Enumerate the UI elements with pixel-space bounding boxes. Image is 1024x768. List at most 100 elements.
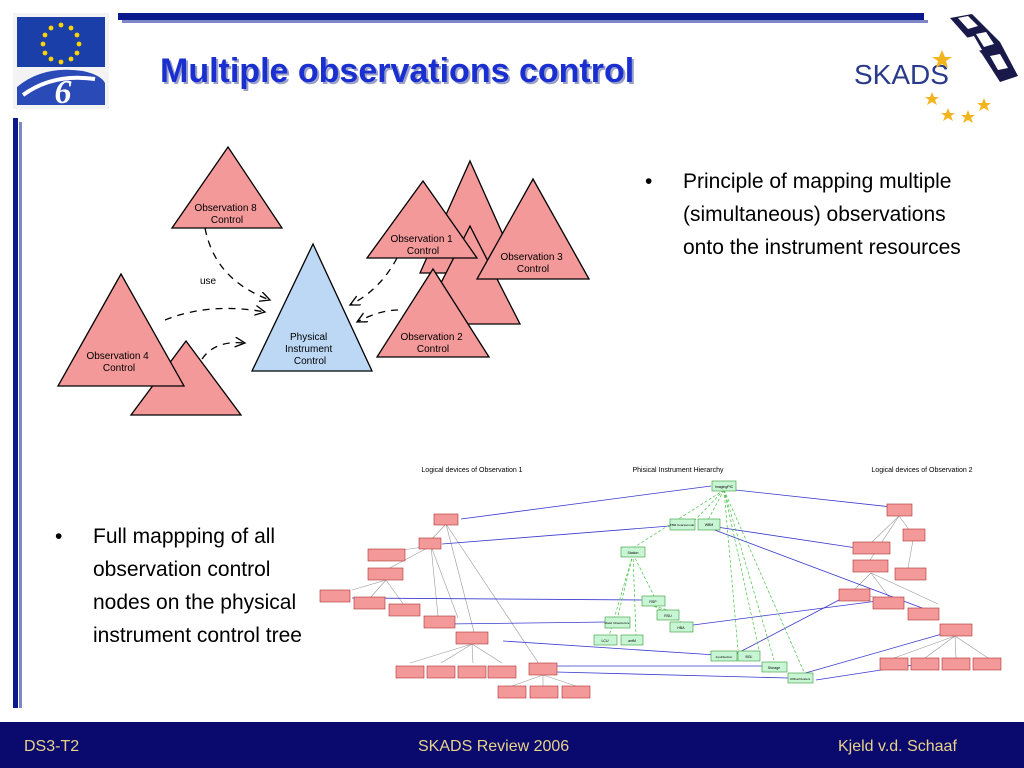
tree-heading-physical: Phisical Instrument Hierarchy <box>632 467 724 474</box>
instrument-hierarchy-tree: Logical devices of Observation 1 Phisica… <box>319 467 1002 699</box>
tree-node-offline-label: Offline/Clusters <box>790 677 811 681</box>
tree-node-station <box>620 546 646 558</box>
logical-node <box>838 588 871 602</box>
tree-node-model <box>604 616 631 629</box>
logical-node <box>353 596 386 610</box>
tree-node-tbm-label: TBM Coarsemode <box>670 523 695 527</box>
tree-node-wbm <box>697 518 721 531</box>
bullet-full-mapping: • Full mappping of all observation contr… <box>55 520 325 690</box>
observation-2-label: Observation 2 Control <box>400 332 465 355</box>
logical-node <box>910 657 940 671</box>
tree-node-antenna-label: antM <box>628 639 636 643</box>
logical-node <box>455 631 489 645</box>
physical-instrument-label: Physical Instrument Control <box>285 332 335 367</box>
observation-mapping-diagram: Observation 8 Control Observation 1 Cont… <box>56 145 591 416</box>
tree-node-rsu-label: RSU <box>664 614 672 618</box>
eu-fp6-number: 6 <box>55 74 72 109</box>
tree-node-bgl-label: BGL <box>745 655 752 659</box>
observation-1-label-line2: Control <box>407 246 439 257</box>
bullet-marker: • <box>645 170 653 193</box>
logical-node <box>388 603 421 617</box>
footer-event: SKADS Review 2006 <box>418 738 570 755</box>
logical-nodes-observation-2 <box>838 503 1002 671</box>
tree-node-rsp-label: RSP <box>649 600 657 604</box>
observation-3-label-line1: Observation 3 <box>500 252 563 263</box>
logical-node <box>426 665 456 679</box>
tree-heading-observation-1: Logical devices of Observation 1 <box>421 467 522 474</box>
bullet-text: Full mappping of all observation control… <box>93 525 302 647</box>
logical-node <box>319 589 351 603</box>
tree-node-antenna <box>620 634 644 646</box>
observation-8-label: Observation 8 Control <box>194 203 259 226</box>
logical-node <box>894 567 927 581</box>
tree-node-rsp <box>641 595 666 607</box>
observation-4-label-line2: Control <box>103 363 135 374</box>
use-arrow-from-observation-4-bottom <box>201 343 245 360</box>
tree-node-wbm-label: WBM <box>705 523 714 527</box>
logical-node <box>907 607 940 621</box>
checkered-flag-icon <box>950 14 1018 82</box>
left-rule <box>13 118 18 708</box>
observation-3-label: Observation 3 Control <box>500 252 565 275</box>
logical-node <box>529 685 559 699</box>
physical-instrument-label-line2: Instrument <box>285 344 332 355</box>
observation-1-label: Observation 1 Control <box>390 234 455 257</box>
tree-node-lcu <box>593 634 618 646</box>
observation-2-label-line1: Observation 2 <box>400 332 463 343</box>
logical-nodes-observation-1 <box>319 513 591 699</box>
tree-node-imaging-label: ImagingPIC <box>715 485 734 489</box>
logical-node <box>497 685 527 699</box>
logical-node <box>457 665 487 679</box>
tree-node-lcu-label: LCU <box>601 639 608 643</box>
tree-node-bgl <box>737 650 761 662</box>
tree-node-input <box>710 650 738 662</box>
skads-logo: SKADS <box>854 14 1018 123</box>
eu-stars-icon <box>40 22 82 65</box>
logical-node <box>902 528 926 542</box>
logical-node <box>872 596 905 610</box>
footer-project-code: DS3-T2 <box>24 738 80 755</box>
skads-stars-icon <box>925 50 991 123</box>
tree-node-tbm <box>669 518 696 531</box>
physical-instrument-label-line3: Control <box>294 356 326 367</box>
logical-node <box>367 548 406 562</box>
logical-node <box>433 513 459 526</box>
use-label: use <box>200 276 217 287</box>
logical-node <box>879 657 909 671</box>
skads-wordmark: SKADS <box>854 59 949 90</box>
logical-node <box>367 567 404 581</box>
logical-node <box>418 537 442 550</box>
tree-node-station-label: Station <box>628 551 639 555</box>
logical-node <box>528 662 558 676</box>
logical-node <box>395 665 425 679</box>
observation-2-triangle <box>375 267 491 358</box>
footer-author: Kjeld v.d. Schaaf <box>838 738 957 755</box>
top-rule-shadow <box>122 20 928 23</box>
logical-node <box>561 685 591 699</box>
observation-4-label-line1: Observation 4 <box>86 351 149 362</box>
tree-node-hba <box>669 621 694 633</box>
observation-3-label-line2: Control <box>517 264 549 275</box>
top-rule <box>118 13 924 20</box>
bullet-mapping-principle: • Principle of mapping multiple (simulta… <box>645 165 975 300</box>
logical-node <box>852 559 889 573</box>
physical-nodes: ImagingPIC TBM Coarsemode WBM Station RS… <box>593 480 814 684</box>
logical-node <box>886 503 913 517</box>
bullet-text: Principle of mapping multiple (simultane… <box>683 170 961 259</box>
observation-1-label-line1: Observation 1 <box>390 234 453 245</box>
logical-node <box>423 615 456 629</box>
use-arrow-from-observation-4-top <box>164 308 265 321</box>
tree-node-input-label: InputSection <box>716 655 733 659</box>
tree-node-hba-label: HBA <box>677 626 685 630</box>
logical-node <box>941 657 971 671</box>
logical-node <box>939 623 973 637</box>
eu-fp6-logo: 6 <box>13 13 109 109</box>
use-arrow-from-observation-2 <box>357 309 399 322</box>
tree-node-offline <box>787 672 814 684</box>
physical-instrument-triangle <box>250 242 374 372</box>
tree-heading-observation-2: Logical devices of Observation 2 <box>871 467 972 474</box>
bullet-marker: • <box>55 525 63 548</box>
tree-node-imaging <box>711 480 737 492</box>
tree-node-storage <box>761 661 788 673</box>
left-rule-shadow <box>19 122 22 708</box>
